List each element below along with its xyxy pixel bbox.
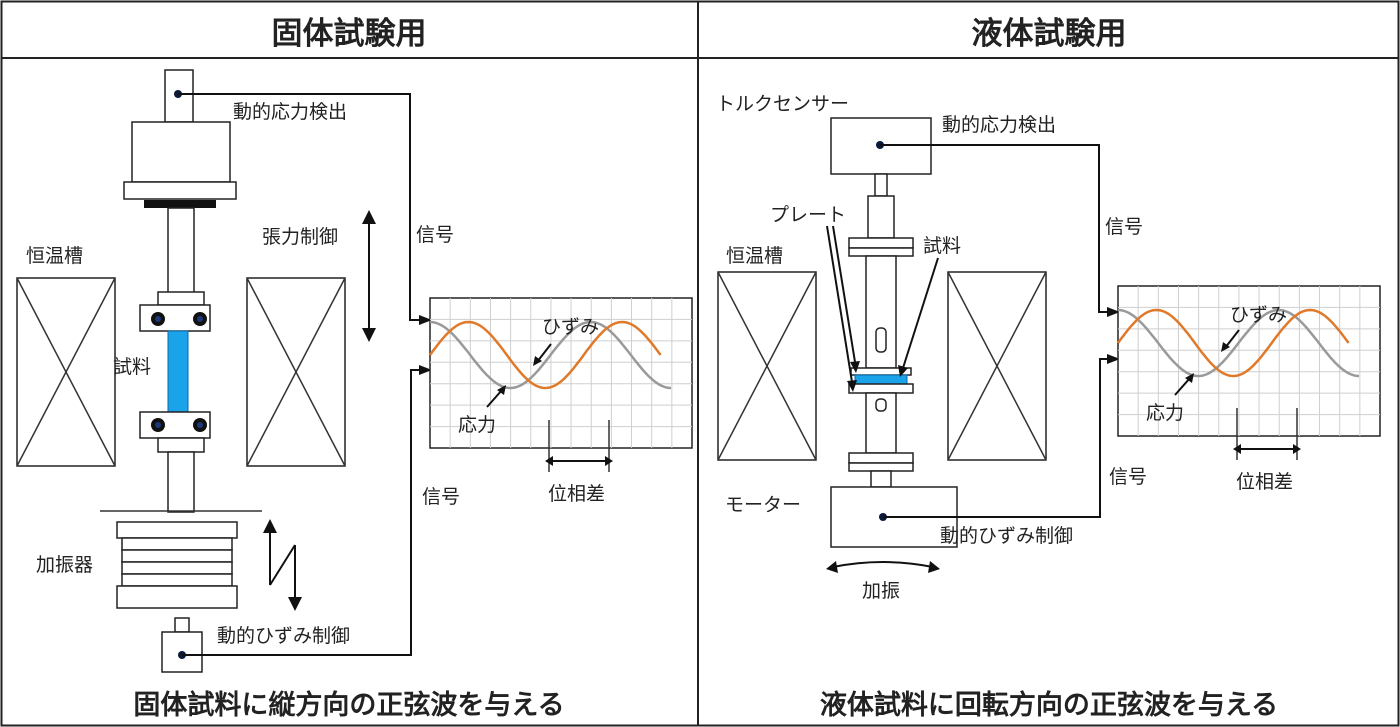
solid-panel: 固体試験用 [16, 16, 693, 721]
solid-stress-pointer [486, 385, 506, 408]
liquid-chamber-left [717, 271, 817, 461]
liquid-stress-curve [1117, 308, 1360, 378]
liquid-signal-top-label: 信号 [1105, 216, 1143, 238]
upper-disc-1 [848, 237, 914, 249]
sample-pointer [898, 257, 939, 377]
liquid-title: 液体試験用 [972, 16, 1127, 52]
liquid-stress-label: 応力 [1146, 402, 1184, 424]
plate-pointer-2 [826, 225, 857, 392]
vibrator-plate-6 [116, 585, 238, 609]
liquid-footer: 液体試料に回転方向の正弦波を与える [820, 689, 1278, 721]
liquid-sample-label: 試料 [923, 235, 961, 257]
signal-wire-top [178, 93, 432, 325]
solid-chart-grid [430, 298, 692, 448]
solid-footer: 固体試料に縦方向の正弦波を与える [133, 689, 564, 721]
solid-tension-label: 張力制御 [262, 226, 338, 248]
solid-title: 固体試験用 [272, 16, 427, 52]
solid-stress-curve [429, 320, 672, 390]
vibrator-plate-3 [121, 549, 233, 563]
liquid-strain-ctrl-label: 動的ひずみ制御 [940, 525, 1073, 547]
solid-strain-label: ひずみ [542, 316, 599, 338]
tension-arrow [362, 210, 376, 342]
liquid-stress-detect-label: 動的応力検出 [942, 114, 1056, 136]
liquid-stress-pointer [1174, 373, 1194, 396]
solid-phase-label: 位相差 [548, 483, 605, 505]
upper-disc-2 [848, 247, 914, 257]
liquid-wave-chart [1116, 285, 1381, 437]
liquid-phase-arrow [1233, 444, 1301, 454]
solid-stress-label: 応力 [458, 414, 496, 436]
load-cell-flange [123, 181, 237, 200]
motor-shaft [870, 470, 892, 488]
lower-shaft-slot [875, 398, 887, 412]
chamber-right [246, 277, 346, 467]
vibrator-plate-5 [121, 573, 233, 587]
liquid-chamber-right [947, 271, 1047, 461]
vibration-arrow [263, 519, 302, 611]
vibrator-plate-2 [121, 537, 233, 551]
solid-sample [167, 330, 189, 414]
solid-strain-ctrl-label: 動的ひずみ制御 [217, 625, 350, 647]
vibrator-plate-1 [116, 521, 238, 539]
solid-strain-curve [428, 320, 662, 390]
lower-rod [167, 451, 195, 513]
solid-sample-label: 試料 [113, 356, 151, 378]
upper-clamp-top [157, 291, 205, 306]
liquid-strain-pointer [1221, 329, 1240, 352]
rotation-arrow [826, 561, 940, 573]
solid-signal-bottom-label: 信号 [422, 486, 460, 508]
chamber-left [16, 277, 116, 467]
upper-shaft [867, 195, 895, 239]
clamp-plate [144, 200, 216, 208]
liquid-sample [854, 374, 908, 385]
liquid-signal-wire-bottom [883, 354, 1120, 518]
lower-disc-1 [848, 452, 914, 464]
plate-pointer-1 [832, 225, 860, 373]
lower-clamp-base [157, 437, 205, 453]
liquid-signal-wire-top [880, 144, 1120, 317]
solid-strain-pointer [533, 343, 552, 366]
liquid-phase-label: 位相差 [1236, 471, 1293, 493]
strain-actuator-top [174, 617, 190, 633]
solid-chamber-label: 恒温槽 [26, 245, 83, 267]
solid-phase-arrow [545, 456, 613, 466]
upper-rod [167, 207, 195, 294]
lower-plate [848, 383, 914, 394]
liquid-chamber-label: 恒温槽 [726, 245, 783, 267]
solid-wave-chart [428, 297, 693, 449]
torque-shaft-neck [874, 173, 888, 197]
load-cell-housing [131, 121, 231, 183]
motor-label: モーター [725, 494, 801, 516]
upper-shaft-slot [875, 327, 887, 353]
liquid-strain-curve [1116, 308, 1350, 378]
plate-label: プレート [770, 204, 846, 226]
excite-label: 加振 [862, 580, 900, 602]
solid-signal-top-label: 信号 [416, 224, 454, 246]
torque-sensor-label: トルクセンサー [716, 93, 849, 115]
lower-disc-2 [848, 462, 914, 472]
signal-wire-bottom [182, 365, 432, 656]
vibrator-plate-4 [121, 561, 233, 575]
liquid-panel: 液体試験用 [716, 16, 1381, 721]
liquid-strain-label: ひずみ [1230, 304, 1287, 326]
liquid-signal-bottom-label: 信号 [1109, 466, 1147, 488]
solid-vibrator-label: 加振器 [36, 554, 93, 576]
solid-stress-detect-label: 動的応力検出 [233, 101, 347, 123]
